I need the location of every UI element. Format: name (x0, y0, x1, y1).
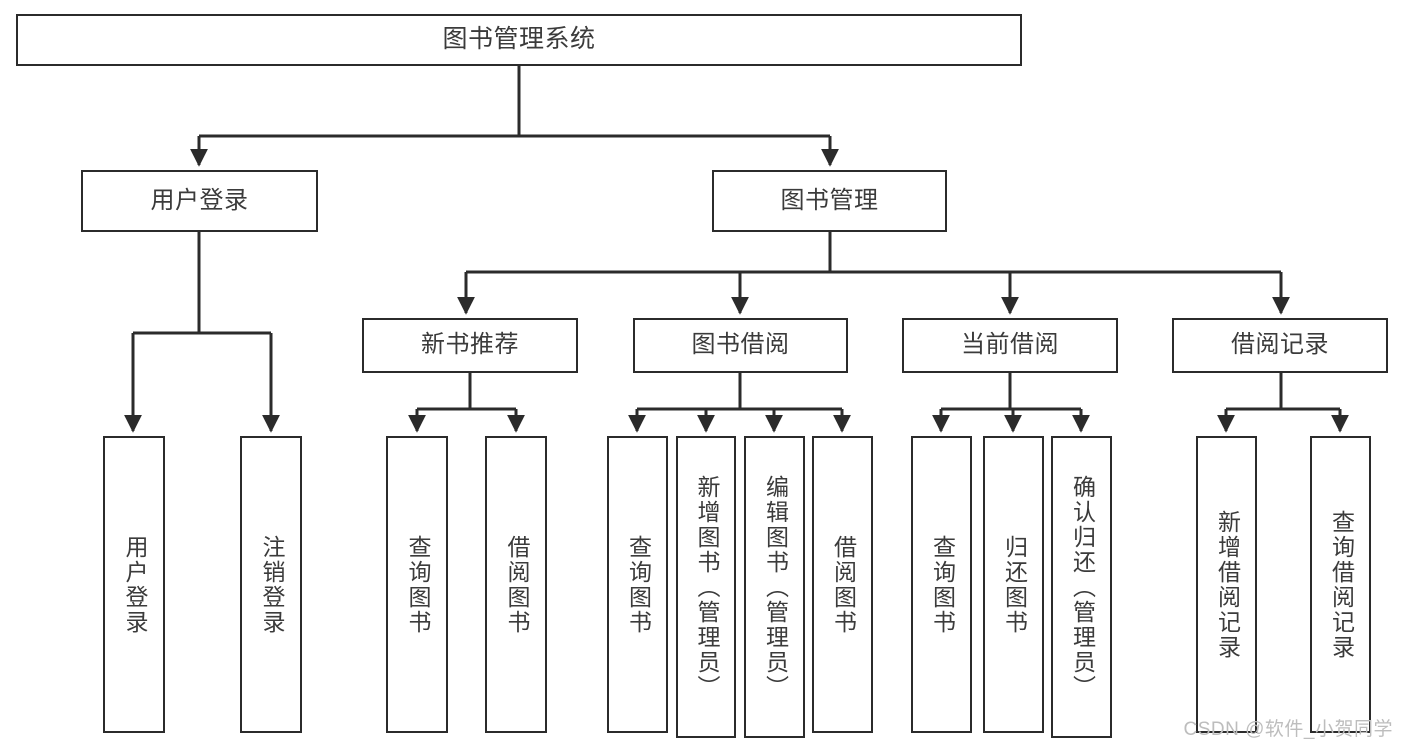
node-root[interactable]: 图书管理系统 (16, 14, 1022, 66)
node-leaf-query-book-1-label: 查询图书 (404, 534, 431, 635)
node-leaf-query-book-1[interactable]: 查询图书 (386, 436, 448, 733)
node-leaf-add-book[interactable]: 新增图书（管理员） (676, 436, 736, 738)
node-leaf-query-book-2-label: 查询图书 (625, 534, 652, 635)
node-leaf-confirm-return[interactable]: 确认归还（管理员） (1051, 436, 1112, 738)
node-current-borrow[interactable]: 当前借阅 (902, 318, 1118, 373)
node-leaf-query-book-3-label: 查询图书 (929, 534, 956, 635)
node-leaf-logout-label: 注销登录 (258, 534, 285, 635)
node-leaf-return-book-label: 归还图书 (1001, 534, 1028, 635)
node-leaf-add-record-label: 新增借阅记录 (1214, 509, 1241, 660)
node-book-manage-label: 图书管理 (780, 186, 879, 214)
node-user-login[interactable]: 用户登录 (81, 170, 318, 232)
node-leaf-borrow-book-1-label: 借阅图书 (503, 534, 530, 635)
node-leaf-query-book-2[interactable]: 查询图书 (607, 436, 668, 733)
node-leaf-user-login[interactable]: 用户登录 (103, 436, 165, 733)
node-leaf-query-book-3[interactable]: 查询图书 (911, 436, 972, 733)
node-user-login-label: 用户登录 (150, 186, 249, 214)
node-root-label: 图书管理系统 (442, 25, 596, 54)
node-leaf-query-record-label: 查询借阅记录 (1328, 509, 1355, 660)
node-leaf-query-record[interactable]: 查询借阅记录 (1310, 436, 1371, 733)
node-borrow-record[interactable]: 借阅记录 (1172, 318, 1388, 373)
node-leaf-borrow-book-2[interactable]: 借阅图书 (812, 436, 873, 733)
node-borrow-record-label: 借阅记录 (1231, 331, 1329, 359)
node-new-book-recommend-label: 新书推荐 (421, 331, 519, 359)
node-book-borrow-label: 图书借阅 (691, 331, 790, 359)
node-leaf-return-book[interactable]: 归还图书 (983, 436, 1044, 733)
node-leaf-add-book-label: 新增图书（管理员） (693, 474, 720, 700)
node-current-borrow-label: 当前借阅 (961, 331, 1059, 359)
node-leaf-borrow-book-1[interactable]: 借阅图书 (485, 436, 547, 733)
node-leaf-logout[interactable]: 注销登录 (240, 436, 302, 733)
node-leaf-borrow-book-2-label: 借阅图书 (830, 534, 857, 635)
node-book-manage[interactable]: 图书管理 (712, 170, 947, 232)
node-new-book-recommend[interactable]: 新书推荐 (362, 318, 578, 373)
node-leaf-edit-book[interactable]: 编辑图书（管理员） (744, 436, 805, 738)
node-leaf-add-record[interactable]: 新增借阅记录 (1196, 436, 1257, 733)
csdn-watermark: CSDN @软件_小贺同学 (1183, 719, 1393, 740)
node-leaf-edit-book-label: 编辑图书（管理员） (762, 474, 789, 700)
node-leaf-user-login-label: 用户登录 (121, 534, 148, 635)
node-book-borrow[interactable]: 图书借阅 (633, 318, 848, 373)
node-leaf-confirm-return-label: 确认归还（管理员） (1069, 474, 1096, 700)
